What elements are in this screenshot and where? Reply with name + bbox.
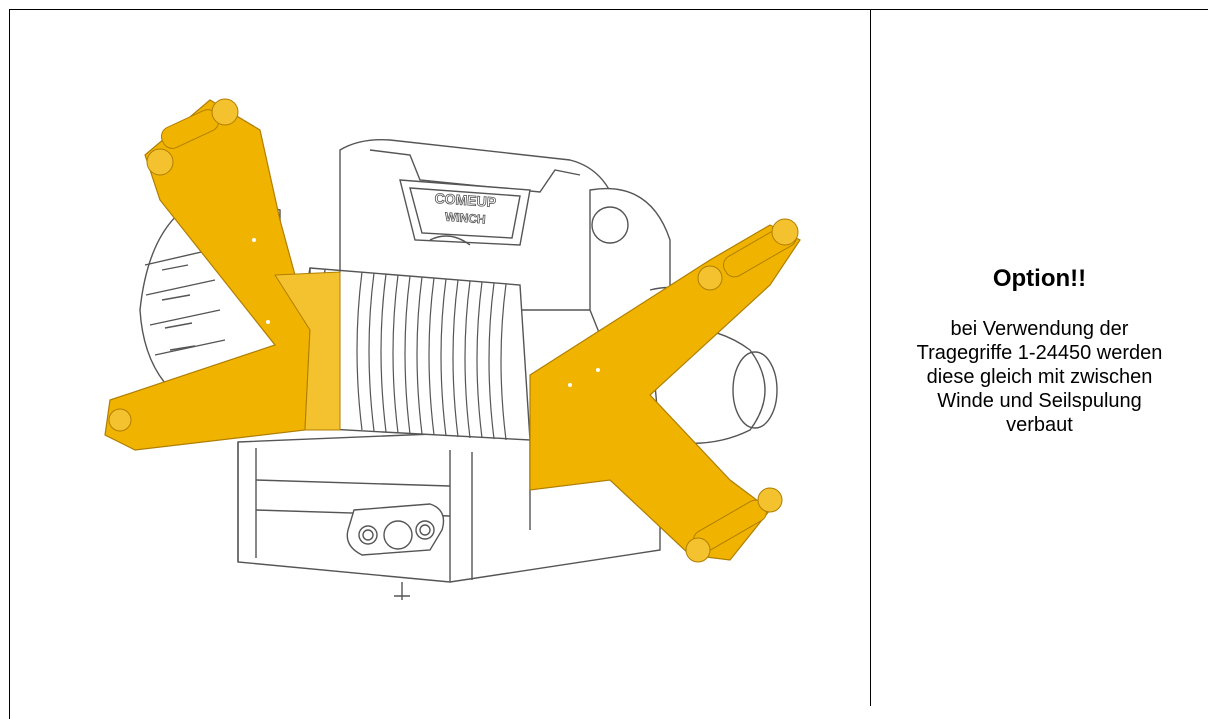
winch-illustration: COMEUP WINCH: [104, 98, 801, 600]
left-carry-handle: [104, 98, 341, 451]
option-note: Option!! bei Verwendung der Tragegriffe …: [871, 10, 1208, 706]
note-body: bei Verwendung der Tragegriffe 1-24450 w…: [916, 318, 1163, 436]
note-title: Option!!: [992, 265, 1087, 292]
winch-drawing: COMEUP WINCH: [10, 10, 870, 706]
column-divider: [870, 9, 871, 706]
document-frame: [9, 9, 1208, 719]
logo-line-2: WINCH: [445, 210, 487, 227]
right-carry-handle: [529, 218, 801, 563]
logo-line-1: COMEUP: [434, 190, 496, 210]
